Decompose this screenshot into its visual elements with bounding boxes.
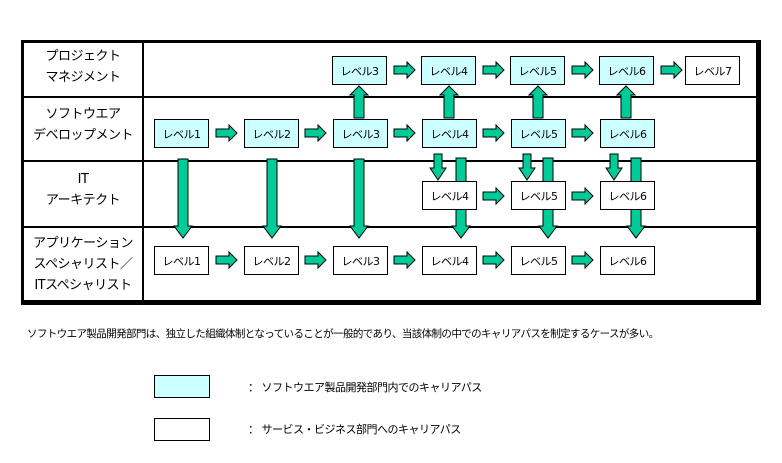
right-arrow-icon [482,250,505,270]
box-label: レベル4 [430,254,470,268]
as-level5-box: レベル5 [511,246,566,275]
sd-level5-box: レベル5 [511,119,566,148]
box-label: レベル6 [608,254,648,268]
right-arrow-icon [393,60,416,80]
box-label: レベル5 [519,189,559,203]
ita-level4-box: レベル4 [422,181,477,210]
box-label: レベル5 [518,64,558,78]
footnote: ソフトウエア製品開発部門は、独立した組織体制となっていることが一般的であり、当該… [27,328,659,340]
up-arrow-icon [615,85,637,119]
row-label-line: アプリケーション [33,236,133,251]
sd-level1-box: レベル1 [154,119,209,148]
up-arrow-icon [348,85,370,119]
down-arrow-icon [173,158,193,239]
as-level2-box: レベル2 [244,246,299,275]
career-path-table-frame [21,40,761,305]
pm-level7-box: レベル7 [685,56,740,85]
pm-level6-box: レベル6 [599,56,654,85]
row-label-line: プロジェクト [45,49,121,64]
box-label: レベル5 [519,254,559,268]
right-arrow-icon [571,60,594,80]
label-column-divider [142,40,144,303]
box-label: レベル3 [341,127,381,141]
as-level4-box: レベル4 [422,246,477,275]
up-arrow-icon [438,85,460,119]
right-arrow-icon [304,250,327,270]
sd-level4-box: レベル4 [422,119,477,148]
right-arrow-icon [215,123,238,143]
box-label: レベル2 [252,254,292,268]
right-arrow-icon [660,60,683,80]
legend-swatch-software [154,375,210,398]
row-label-line: デベロップメント [32,128,134,143]
legend-swatch-service [154,418,210,441]
box-label: レベル2 [252,127,292,141]
down-arrow-icon [518,153,536,181]
sd-level6-box: レベル6 [600,119,655,148]
row-label-line: スペシャリスト／ [33,257,133,272]
row-label-line: マネジメント [45,70,121,85]
as-level3-box: レベル3 [333,246,388,275]
row-divider-2 [21,160,759,162]
pm-level4-box: レベル4 [421,56,476,85]
right-arrow-icon [215,250,238,270]
box-label: レベル6 [608,127,648,141]
row-label-line: IT [77,172,89,187]
row-label-project-management: プロジェクト マネジメント [24,46,142,88]
down-arrow-icon [429,153,447,181]
as-level6-box: レベル6 [600,246,655,275]
down-arrow-icon [605,153,623,181]
sd-level2-box: レベル2 [244,119,299,148]
box-label: レベル5 [519,127,559,141]
right-arrow-icon [482,186,505,206]
box-label: レベル4 [430,189,470,203]
row-divider-3 [21,226,759,228]
legend-label-service: ： サービス・ビジネス部門へのキャリアパス [248,423,461,436]
box-label: レベル6 [608,189,648,203]
right-arrow-icon [571,186,594,206]
right-arrow-icon [571,123,594,143]
pm-level5-box: レベル5 [510,56,565,85]
box-label: レベル1 [162,254,202,268]
box-label: レベル1 [162,127,202,141]
ita-level5-box: レベル5 [511,181,566,210]
down-arrow-icon [262,158,282,239]
box-label: レベル7 [693,64,733,78]
right-arrow-icon [482,123,505,143]
row-label-it-architect: IT アーキテクト [24,169,142,211]
row-divider-1 [21,96,759,98]
box-label: レベル3 [341,254,381,268]
right-arrow-icon [304,123,327,143]
right-arrow-icon [482,60,505,80]
row-label-line: ソフトウエア [45,107,121,122]
box-label: レベル4 [429,64,469,78]
ita-level6-box: レベル6 [600,181,655,210]
row-label-application-specialist: アプリケーション スペシャリスト／ ITスペシャリスト [24,233,142,296]
up-arrow-icon [527,85,549,119]
row-label-line: ITスペシャリスト [34,278,132,293]
box-label: レベル3 [340,64,380,78]
as-level1-box: レベル1 [154,246,209,275]
right-arrow-icon [393,250,416,270]
right-arrow-icon [571,250,594,270]
pm-level3-box: レベル3 [332,56,387,85]
box-label: レベル6 [607,64,647,78]
row-label-software-development: ソフトウエア デベロップメント [24,104,142,146]
legend-label-software: ： ソフトウエア製品開発部門内でのキャリアパス [248,381,482,394]
right-arrow-icon [393,123,416,143]
sd-level3-box: レベル3 [333,119,388,148]
row-label-line: アーキテクト [45,193,121,208]
down-arrow-icon [349,158,369,239]
box-label: レベル4 [430,127,470,141]
